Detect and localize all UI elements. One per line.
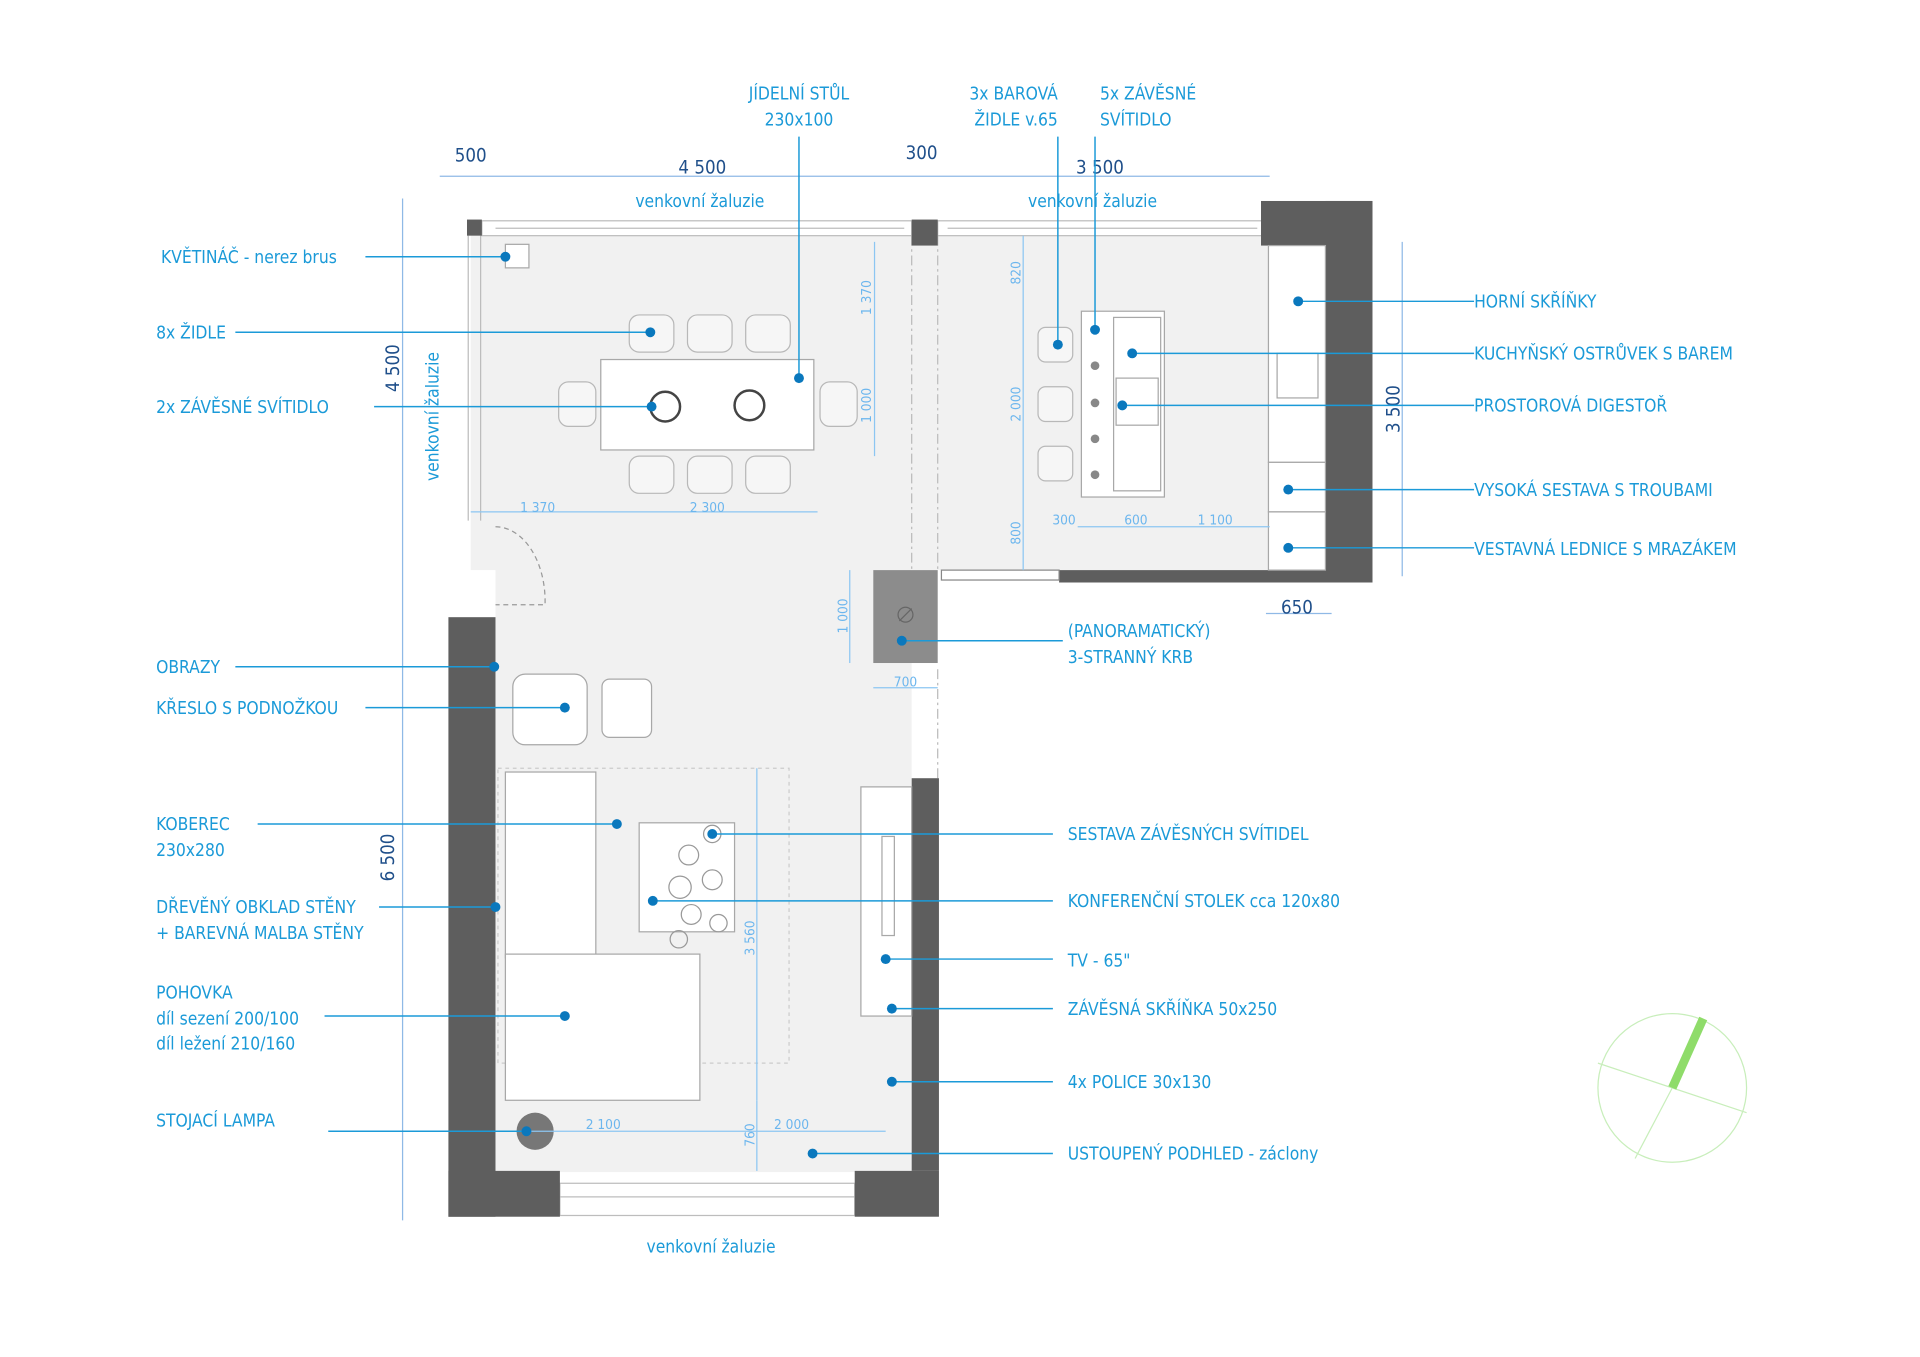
dim-650: 650 [1281, 597, 1313, 618]
walls [448, 200, 1373, 1217]
footstool [601, 678, 653, 738]
svg-text:+ BAREVNÁ MALBA STĚNY: + BAREVNÁ MALBA STĚNY [156, 922, 364, 944]
dining-table [600, 358, 815, 451]
blinds-label-top-left: venkovní žaluzie [635, 192, 764, 212]
label-dining-table: JÍDELNÍ STŮL 230x100 [748, 82, 850, 384]
label-wall-cladding: DŘEVĚNÝ OBKLAD STĚNY + BAREVNÁ MALBA STĚN… [156, 896, 501, 944]
svg-text:(PANORAMATICKÝ): (PANORAMATICKÝ) [1068, 620, 1211, 642]
svg-text:KVĚTINÁČ - nerez brus: KVĚTINÁČ - nerez brus [161, 246, 337, 268]
label-upper-cabinets: HORNÍ SKŘÍŇKY [1293, 291, 1597, 313]
label-hood: PROSTOROVÁ DIGESTOŘ [1117, 395, 1667, 417]
label-hanging-cabinet: ZÁVĚSNÁ SKŘÍŇKA 50x250 [886, 998, 1277, 1020]
svg-text:1 370: 1 370 [520, 500, 555, 516]
svg-text:díl ležení 210/160: díl ležení 210/160 [156, 1034, 295, 1054]
svg-text:600: 600 [1124, 512, 1147, 528]
overall-dimensions: 500 4 500 300 3 500 4 500 6 500 3 500 65… [378, 143, 1405, 1221]
svg-text:KONFERENČNÍ STOLEK cca 120x80: KONFERENČNÍ STOLEK cca 120x80 [1068, 890, 1340, 912]
dim-top-4500: 4 500 [678, 158, 726, 179]
label-bar-stools: 3x BAROVÁ ŽIDLE v.65 [969, 82, 1063, 350]
svg-text:2x ZÁVĚSNÉ SVÍTIDLO: 2x ZÁVĚSNÉ SVÍTIDLO [156, 396, 329, 418]
svg-text:JÍDELNÍ STŮL: JÍDELNÍ STŮL [748, 82, 850, 104]
svg-text:1 000: 1 000 [859, 388, 875, 423]
label-fridge: VESTAVNÁ LEDNICE S MRAZÁKEM [1283, 538, 1737, 560]
svg-text:HORNÍ SKŘÍŇKY: HORNÍ SKŘÍŇKY [1474, 291, 1597, 313]
coffee-table [638, 822, 736, 933]
label-oven-unit: VYSOKÁ SESTAVA S TROUBAMI [1283, 479, 1713, 501]
svg-text:3-STRANNÝ KRB: 3-STRANNÝ KRB [1068, 646, 1193, 668]
svg-text:1 370: 1 370 [859, 280, 875, 315]
svg-text:8x ŽIDLE: 8x ŽIDLE [156, 321, 226, 343]
label-pendant-lights-2x: 2x ZÁVĚSNÉ SVÍTIDLO [156, 396, 657, 418]
svg-text:DŘEVĚNÝ OBKLAD STĚNY: DŘEVĚNÝ OBKLAD STĚNY [156, 896, 356, 918]
svg-text:díl sezení 200/100: díl sezení 200/100 [156, 1010, 299, 1030]
label-fireplace: (PANORAMATICKÝ) 3-STRANNÝ KRB [896, 620, 1211, 668]
dim-left-6500: 6 500 [378, 834, 399, 882]
sofa [504, 771, 597, 959]
svg-text:2 300: 2 300 [690, 500, 725, 516]
svg-text:POHOVKA: POHOVKA [156, 984, 233, 1004]
svg-text:STOJACÍ LAMPA: STOJACÍ LAMPA [156, 1109, 275, 1131]
svg-text:3 560: 3 560 [742, 920, 758, 955]
svg-text:800: 800 [1009, 521, 1025, 544]
svg-text:700: 700 [894, 675, 917, 691]
blinds-label-top-right: venkovní žaluzie [1028, 192, 1157, 212]
svg-text:820: 820 [1009, 261, 1025, 284]
svg-text:KŘESLO S PODNOŽKOU: KŘESLO S PODNOŽKOU [156, 697, 338, 719]
blinds-label-left: venkovní žaluzie [424, 352, 444, 481]
svg-text:VYSOKÁ SESTAVA S TROUBAMI: VYSOKÁ SESTAVA S TROUBAMI [1474, 479, 1713, 501]
label-ceiling-recess: USTOUPENÝ PODHLED - záclony [807, 1143, 1319, 1165]
door-swing [495, 526, 546, 606]
label-coffee-table: KONFERENČNÍ STOLEK cca 120x80 [647, 890, 1340, 912]
svg-text:OBRAZY: OBRAZY [156, 658, 220, 678]
label-tv: TV - 65" [880, 952, 1131, 972]
label-shelves: 4x POLICE 30x130 [886, 1073, 1212, 1093]
svg-text:2 100: 2 100 [586, 1117, 621, 1133]
svg-text:1 000: 1 000 [835, 598, 851, 633]
svg-text:230x100: 230x100 [765, 110, 834, 130]
svg-text:TV - 65": TV - 65" [1067, 952, 1131, 972]
svg-text:5x ZÁVĚSNÉ: 5x ZÁVĚSNÉ [1100, 82, 1196, 104]
label-floor-lamp: STOJACÍ LAMPA [156, 1109, 532, 1137]
svg-text:760: 760 [742, 1123, 758, 1146]
svg-text:ZÁVĚSNÁ SKŘÍŇKA 50x250: ZÁVĚSNÁ SKŘÍŇKA 50x250 [1068, 998, 1277, 1020]
dim-left-4500: 4 500 [383, 344, 404, 392]
label-planter: KVĚTINÁČ - nerez brus [161, 246, 511, 268]
svg-text:VESTAVNÁ LEDNICE S MRAZÁKEM: VESTAVNÁ LEDNICE S MRAZÁKEM [1474, 538, 1737, 560]
label-pendant-lights-5x: 5x ZÁVĚSNÉ SVÍTIDLO [1090, 82, 1196, 335]
svg-text:2 000: 2 000 [774, 1117, 809, 1133]
living-area [497, 673, 913, 1150]
label-chairs: 8x ŽIDLE [156, 321, 656, 343]
interior-dimensions: 1 370 1 000 1 370 2 300 820 2 000 800 30… [470, 235, 1270, 1171]
label-sofa: POHOVKA díl sezení 200/100 díl ležení 210/… [156, 984, 570, 1054]
dining-area [504, 243, 858, 494]
armchair [512, 673, 588, 746]
svg-text:300: 300 [1052, 512, 1075, 528]
svg-text:SVÍTIDLO: SVÍTIDLO [1100, 108, 1172, 130]
label-kitchen-island: KUCHYŇSKÝ OSTRŮVEK S BAREM [1127, 343, 1733, 365]
dim-top-300: 300 [906, 143, 938, 164]
dim-top-500: 500 [455, 145, 487, 166]
svg-text:PROSTOROVÁ DIGESTOŘ: PROSTOROVÁ DIGESTOŘ [1474, 395, 1667, 417]
svg-text:1 100: 1 100 [1198, 512, 1233, 528]
svg-text:SESTAVA ZÁVĚSNÝCH SVÍTIDEL: SESTAVA ZÁVĚSNÝCH SVÍTIDEL [1068, 823, 1309, 845]
svg-text:4x POLICE 30x130: 4x POLICE 30x130 [1068, 1073, 1212, 1093]
label-pendant-set: SESTAVA ZÁVĚSNÝCH SVÍTIDEL [707, 823, 1309, 845]
fireplace [873, 570, 938, 664]
label-paintings: OBRAZY [156, 658, 500, 678]
svg-text:2 000: 2 000 [1009, 387, 1025, 422]
svg-text:USTOUPENÝ PODHLED - záclony: USTOUPENÝ PODHLED - záclony [1068, 1143, 1319, 1165]
dim-top-3500: 3 500 [1076, 158, 1124, 179]
svg-text:KOBEREC: KOBEREC [156, 815, 230, 835]
blinds-label-bottom: venkovní žaluzie [646, 1238, 775, 1258]
svg-text:KUCHYŇSKÝ OSTRŮVEK S BAREM: KUCHYŇSKÝ OSTRŮVEK S BAREM [1474, 343, 1733, 365]
svg-text:230x280: 230x280 [156, 841, 225, 861]
svg-text:ŽIDLE v.65: ŽIDLE v.65 [974, 108, 1057, 130]
north-arrow-icon [1597, 1012, 1748, 1163]
label-armchair: KŘESLO S PODNOŽKOU [156, 697, 570, 719]
svg-text:3x BAROVÁ: 3x BAROVÁ [969, 82, 1058, 104]
sliding-door [940, 569, 1060, 581]
dim-right-3500: 3 500 [1384, 385, 1405, 433]
label-rug: KOBEREC 230x280 [156, 815, 622, 861]
